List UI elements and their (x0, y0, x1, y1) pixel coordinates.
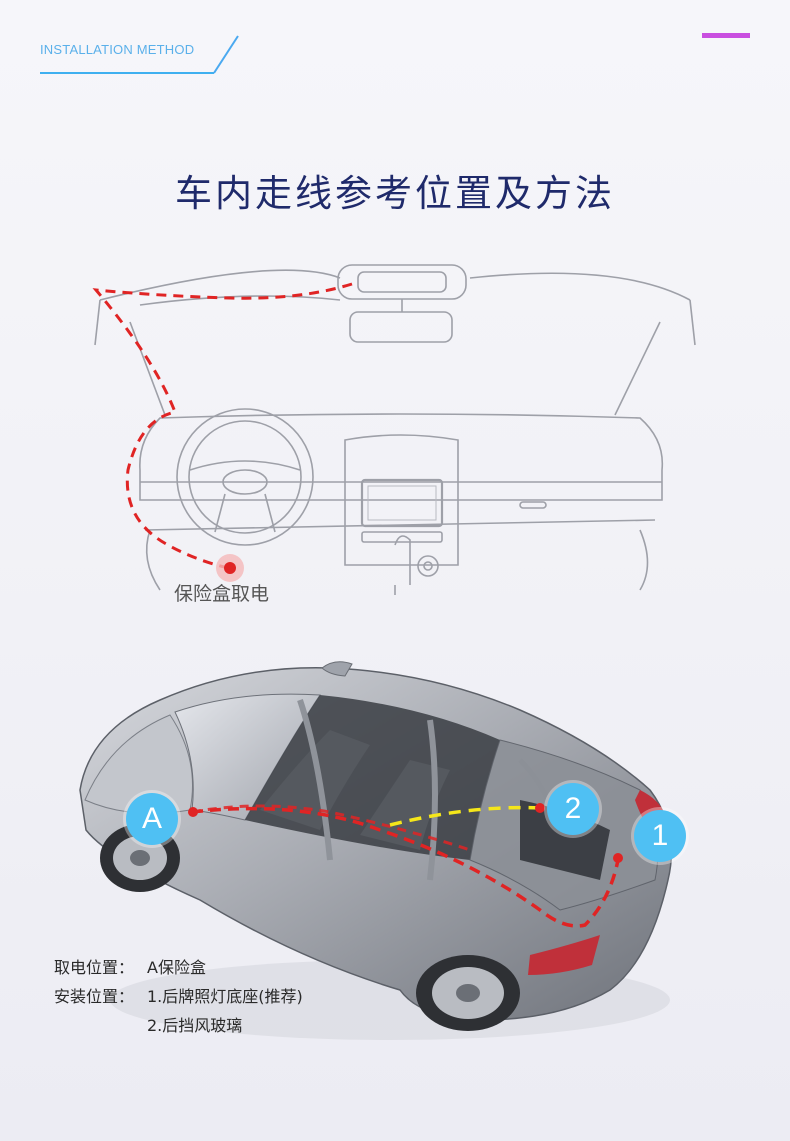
page-title: 车内走线参考位置及方法 (175, 172, 615, 215)
point-1-dot (613, 853, 623, 863)
section-label: INSTALLATION METHOD (40, 42, 195, 57)
windshield-frame (99, 269, 341, 301)
dashboard (139, 413, 664, 501)
rear-wheel (416, 955, 520, 1031)
dashboard-diagram (94, 264, 696, 595)
install-option-2: 2.后挡风玻璃 (147, 1016, 243, 1035)
point-2-dot (535, 803, 545, 813)
header-decoration (40, 33, 750, 74)
marker-2: 2 (547, 783, 599, 835)
power-label: 取电位置： (54, 958, 135, 977)
infotainment-screen (360, 478, 444, 528)
fuse-box-label: 保险盒取电 (174, 583, 270, 605)
red-wire-to-2 (191, 804, 471, 852)
red-wire-dashboard (92, 282, 353, 570)
install-row: 安装位置： 1.后牌照灯底座(推荐) (54, 982, 303, 1011)
installation-info: 取电位置： A保险盒 安装位置： 1.后牌照灯底座(推荐) 2.后挡风玻璃 (54, 953, 303, 1040)
install-row-2: 2.后挡风玻璃 (54, 1011, 303, 1040)
install-label: 安装位置： (54, 987, 135, 1006)
steering-wheel (176, 408, 314, 546)
gear-lever (394, 535, 411, 585)
red-wire-route (191, 806, 620, 928)
dashboard-wire-route (92, 282, 353, 582)
marker-a: A (126, 793, 178, 845)
tail-light (528, 935, 600, 975)
install-option-1: 1.后牌照灯底座(推荐) (147, 987, 303, 1006)
power-row: 取电位置： A保险盒 (54, 953, 303, 982)
power-value: A保险盒 (147, 958, 206, 977)
marker-1: 1 (634, 810, 686, 862)
rear-view-mirror (349, 311, 453, 343)
yellow-wire-route (389, 805, 541, 827)
center-console (344, 434, 459, 566)
fuse-box-point (224, 562, 236, 574)
point-a-dot (188, 807, 198, 817)
